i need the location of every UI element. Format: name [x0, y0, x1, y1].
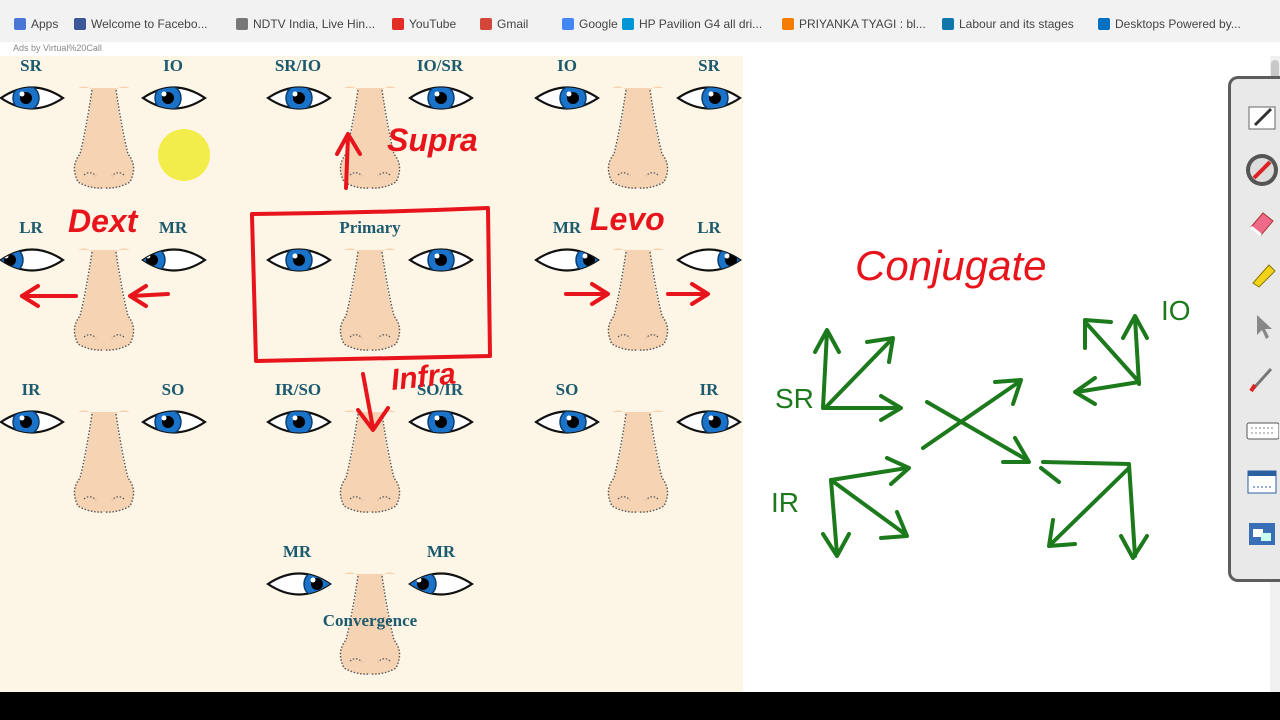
- bookmark-item[interactable]: Apps: [14, 14, 58, 34]
- label-primary: Primary: [339, 218, 401, 237]
- annotation-sr: SR: [775, 383, 814, 414]
- label-down-right-left: IR: [21, 380, 41, 399]
- bookmark-item[interactable]: Welcome to Facebo...: [74, 14, 208, 34]
- bookmark-label: HP Pavilion G4 all dri...: [639, 17, 763, 31]
- bookmark-label: Gmail: [497, 17, 529, 31]
- annotation-supra: Supra: [387, 122, 478, 158]
- bookmark-label: Welcome to Facebo...: [91, 17, 208, 31]
- bottom-bar: [0, 692, 1280, 720]
- gaze-diagram-panel: SR IO SR/IO IO/SR IO SR LR MR Primary MR…: [0, 56, 743, 692]
- keyboard-icon[interactable]: [1245, 413, 1279, 447]
- label-left-right: LR: [697, 218, 721, 237]
- whiteboard-canvas[interactable]: SR IO SR/IO IO/SR IO SR LR MR Primary MR…: [0, 56, 1280, 692]
- bookmark-item[interactable]: Google: [562, 14, 618, 34]
- bookmark-label: YouTube: [409, 17, 457, 31]
- annotation-ir: IR: [771, 487, 799, 518]
- label-down-right-right: SO: [161, 380, 185, 399]
- label-left-left: MR: [552, 218, 582, 237]
- bookmark-item[interactable]: PRIYANKA TYAGI : bl...: [782, 14, 926, 34]
- bookmark-favicon-icon: [392, 18, 404, 30]
- label-down-left-right: IR: [699, 380, 719, 399]
- bookmark-item[interactable]: Labour and its stages: [942, 14, 1074, 34]
- label-up-left-left: IO: [557, 56, 577, 75]
- annotation-infra: Infra: [389, 357, 457, 397]
- bookmark-item[interactable]: HP Pavilion G4 all dri...: [622, 14, 762, 34]
- label-convergence-left: MR: [282, 542, 312, 561]
- eye-icon: [676, 410, 742, 434]
- pen-icon[interactable]: [1245, 101, 1279, 135]
- label-down-left-left: SO: [555, 380, 579, 399]
- drawing-panel: Conjugate: [743, 56, 1280, 692]
- bookmark-label: Google: [579, 17, 618, 31]
- eye-icon: [0, 248, 65, 272]
- eye-icon: [408, 572, 474, 596]
- eye-icon: [534, 248, 600, 272]
- eye-icon: [676, 248, 742, 272]
- bookmark-favicon-icon: [622, 18, 634, 30]
- bookmark-item[interactable]: Desktops Powered by...: [1098, 14, 1241, 34]
- conjugate-drawing: Conjugate: [771, 242, 1191, 560]
- bookmark-label: NDTV India, Live Hin...: [253, 17, 376, 31]
- eye-icon: [676, 86, 742, 110]
- label-down-left: IR/SO: [274, 380, 322, 399]
- bookmark-favicon-icon: [782, 18, 794, 30]
- label-down-right: SO/IR: [416, 380, 464, 399]
- bookmark-favicon-icon: [942, 18, 954, 30]
- bookmark-favicon-icon: [74, 18, 86, 30]
- eye-icon: [0, 410, 65, 434]
- bookmark-favicon-icon: [236, 18, 248, 30]
- bookmark-item[interactable]: Gmail: [480, 14, 528, 34]
- bookmark-label: Labour and its stages: [959, 17, 1074, 31]
- label-up-right: IO/SR: [416, 56, 464, 75]
- eye-icon: [408, 86, 474, 110]
- red-pen-icon[interactable]: [1245, 153, 1279, 187]
- ads-text: Ads by Virtual%20Call: [13, 43, 102, 53]
- screen-capture-icon[interactable]: [1245, 465, 1279, 499]
- eye-icon: [141, 86, 207, 110]
- eye-icon: [141, 248, 207, 272]
- annotation-levo: Levo: [590, 201, 665, 237]
- label-convergence-right: MR: [426, 542, 456, 561]
- eye-icon: [266, 86, 332, 110]
- bookmark-favicon-icon: [1098, 18, 1110, 30]
- brush-icon[interactable]: [1245, 361, 1279, 395]
- annotation-conjugate: Conjugate: [855, 242, 1046, 289]
- annotation-dext: Dext: [68, 203, 139, 239]
- eye-icon: [534, 410, 600, 434]
- bookmark-favicon-icon: [14, 18, 26, 30]
- eye-icon: [266, 248, 332, 272]
- ads-bar: Ads by Virtual%20Call: [0, 42, 1280, 57]
- highlighter-icon[interactable]: [1245, 257, 1279, 291]
- eraser-icon[interactable]: [1245, 205, 1279, 239]
- bookmark-item[interactable]: YouTube: [392, 14, 456, 34]
- bookmark-item[interactable]: NDTV India, Live Hin...: [236, 14, 375, 34]
- eye-icon: [408, 410, 474, 434]
- eye-icon: [266, 572, 332, 596]
- bookmark-label: Desktops Powered by...: [1115, 17, 1241, 31]
- label-up-right-left: SR: [20, 56, 42, 75]
- red-annotations: Supra Dext Levo Infra: [20, 122, 710, 432]
- bookmarks-bar: Apps Welcome to Facebo... NDTV India, Live…: [0, 0, 1280, 42]
- annotation-toolbox: [1228, 76, 1280, 582]
- eye-icon: [141, 410, 207, 434]
- label-up-left: SR/IO: [274, 56, 322, 75]
- pointer-icon[interactable]: [1245, 309, 1279, 343]
- eye-icon: [0, 86, 65, 110]
- annotation-io: IO: [1161, 295, 1191, 326]
- label-right-left: LR: [19, 218, 43, 237]
- label-up-right-right: IO: [163, 56, 183, 75]
- bookmark-label: PRIYANKA TYAGI : bl...: [799, 17, 926, 31]
- eye-icon: [266, 410, 332, 434]
- label-convergence: Convergence: [322, 611, 418, 630]
- bookmark-favicon-icon: [480, 18, 492, 30]
- bookmark-favicon-icon: [562, 18, 574, 30]
- eye-icon: [408, 248, 474, 272]
- label-right-right: MR: [158, 218, 188, 237]
- label-up-left-right: SR: [698, 56, 720, 75]
- eye-icon: [534, 86, 600, 110]
- window-icon[interactable]: [1245, 517, 1279, 551]
- bookmark-label: Apps: [31, 17, 59, 31]
- highlight-dot: [158, 129, 210, 181]
